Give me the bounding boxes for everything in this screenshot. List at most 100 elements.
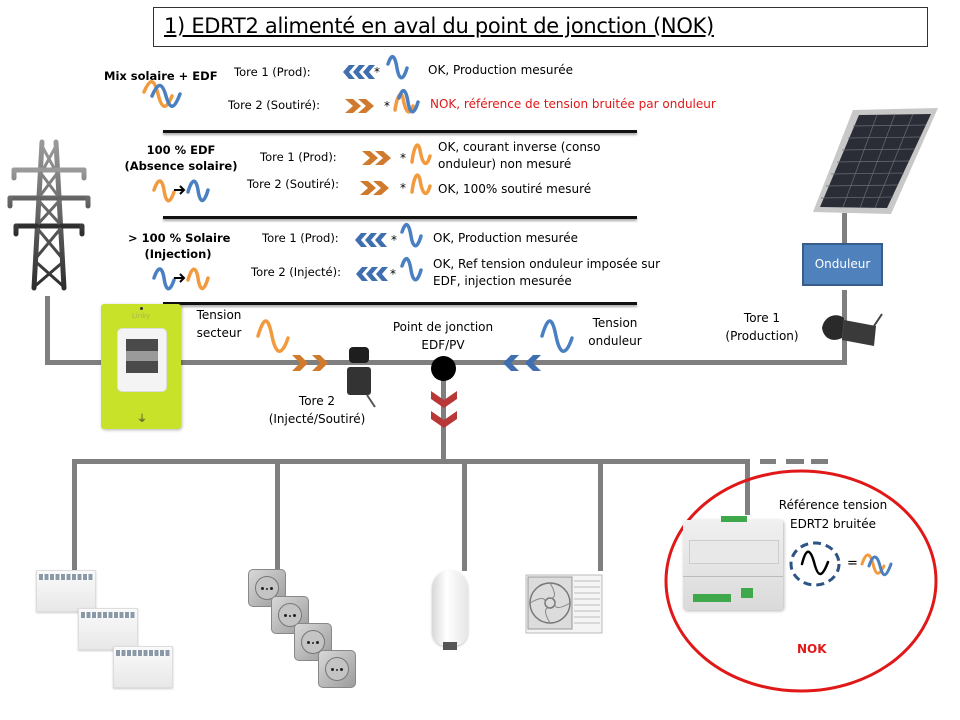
row-status-line: EDF, injection mesurée: [433, 274, 572, 288]
edrt2-front-panel: [689, 540, 779, 564]
asterisk: *: [391, 233, 397, 247]
edrt2-terminal-bottom-left: [693, 594, 731, 602]
wire-drop-sockets: [275, 459, 280, 571]
junction-label: Point de jonction EDF/PV: [378, 318, 508, 354]
onduleur-wave-icon: [540, 319, 574, 353]
edrt2-terminal-bottom-right: [741, 588, 753, 598]
chevrons-right-icon: [362, 150, 396, 169]
scenario-edf-line2: (Absence solaire): [124, 159, 238, 173]
wire-dash-1: [760, 459, 776, 464]
row-status-text: OK, Production mesurée: [428, 62, 573, 79]
tension-onduleur-line2: onduleur: [588, 334, 642, 348]
asterisk: *: [400, 181, 406, 195]
solar-panel-icon: [813, 108, 938, 214]
linky-display: [117, 328, 167, 392]
scenario-solar-label: > 100 % Solaire (Injection): [128, 231, 231, 261]
s2-tore2-label: Tore 2 (Soutiré):: [247, 177, 340, 191]
junction-chevrons-down: [431, 391, 457, 428]
tore2-line2: (Injecté/Soutiré): [268, 412, 366, 426]
tore1-clamp-icon: [822, 313, 883, 346]
wire-load-bus: [72, 459, 748, 464]
orange-to-blue-wave-icon: [152, 179, 210, 203]
secteur-chevrons-right: [292, 355, 328, 371]
row-status-line: onduleur) non mesuré: [438, 157, 572, 171]
chevrons-left-icon: [355, 232, 389, 251]
scenario-edf-line1: 100 % EDF: [146, 143, 216, 157]
air-conditioner-icon: [525, 574, 603, 634]
chevrons-left-icon: [343, 64, 377, 83]
linky-screen-mid: [126, 351, 158, 361]
mixed-wave-small-icon: [860, 553, 893, 577]
linky-led: [140, 307, 143, 310]
onduleur-box: Onduleur: [802, 243, 883, 286]
blue-to-orange-wave-icon: [152, 267, 210, 291]
tore1-caption: Tore 1 (Production): [718, 309, 806, 345]
junction-line2: EDF/PV: [421, 338, 465, 352]
edrt2-verdict: NOK: [797, 642, 827, 656]
edrt2-terminal-top: [721, 516, 747, 522]
tension-onduleur-label: Tension onduleur: [582, 314, 648, 350]
scenario-solar-line1: > 100 % Solaire: [128, 231, 231, 245]
linky-screen-bottom: [126, 361, 158, 373]
chevrons-right-icon: [360, 180, 394, 199]
tension-secteur-label: Tension secteur: [190, 306, 248, 342]
tore2-clamp-icon: [347, 347, 376, 408]
scenario-solar-line2: (Injection): [144, 247, 212, 261]
tore1-line2: (Production): [725, 329, 799, 343]
edrt2-divider: [683, 576, 783, 577]
power-pylon-icon: [7, 139, 91, 291]
junction-point: [431, 356, 456, 381]
edrt2-caption-line2: EDRT2 bruitée: [789, 517, 877, 531]
row-status-line: OK, 100% soutiré mesuré: [438, 182, 592, 196]
orange-wave-icon: [410, 140, 440, 176]
wire-drop-ac: [598, 459, 603, 571]
junction-line1: Point de jonction: [392, 320, 494, 334]
separator-1: [163, 130, 637, 133]
asterisk: *: [400, 151, 406, 165]
wire-drop-radiators: [72, 459, 77, 571]
linky-meter: Linky ⏚: [101, 304, 181, 429]
socket-icon: [318, 650, 356, 688]
edrt2-module-icon: [683, 516, 783, 610]
mixed-wave-icon: [142, 80, 182, 108]
noisy-reference-wave-icon: [789, 541, 841, 587]
s1-tore1-label: Tore 1 (Prod):: [234, 65, 311, 79]
radiator-icon: [113, 646, 173, 688]
edrt2-nok-ellipse: [664, 469, 938, 693]
tension-secteur-line2: secteur: [196, 326, 242, 340]
radiator-icon: [78, 608, 138, 650]
asterisk: *: [374, 65, 380, 79]
socket-icon: [294, 623, 332, 661]
scenario-mix-label: Mix solaire + EDF: [104, 69, 218, 83]
linky-screen-top: [126, 339, 158, 351]
page-title: 1) EDRT2 alimenté en aval du point de jo…: [164, 14, 714, 38]
edrt2-caption-line1: Référence tension: [778, 498, 888, 512]
onduleur-chevrons-left: [503, 355, 541, 371]
chevrons-right-icon: [345, 98, 379, 117]
wire-junction-down: [441, 370, 446, 460]
wire-pylon-down: [45, 296, 50, 362]
asterisk: *: [384, 99, 390, 113]
plug-icon: ⏚: [137, 414, 147, 425]
tore2-line1: Tore 2: [298, 394, 336, 408]
tore1-line1: Tore 1: [743, 311, 781, 325]
orange-wave-icon: [410, 170, 440, 206]
tension-onduleur-line1: Tension: [592, 316, 638, 330]
blue-wave-icon: [386, 54, 416, 90]
row-status-line: OK, Ref tension onduleur imposée sur: [433, 257, 661, 271]
water-heater-icon: [432, 570, 468, 650]
row-status-line: OK, Production mesurée: [428, 63, 573, 77]
s1-tore2-label: Tore 2 (Soutiré):: [228, 98, 321, 112]
separator-3: [163, 302, 637, 305]
water-heater-base: [443, 642, 457, 650]
s3-tore1-label: Tore 1 (Prod):: [262, 231, 339, 245]
row-status-line: NOK, référence de tension bruitée par on…: [430, 97, 716, 111]
s3-tore2-label: Tore 2 (Injecté):: [251, 265, 341, 279]
tension-secteur-line1: Tension: [196, 308, 242, 322]
secteur-wave-icon: [256, 319, 290, 353]
equals-sign: =: [847, 556, 858, 571]
separator-2: [163, 216, 637, 219]
blue-wave-icon: [400, 222, 430, 258]
wire-dash-3: [811, 459, 828, 464]
